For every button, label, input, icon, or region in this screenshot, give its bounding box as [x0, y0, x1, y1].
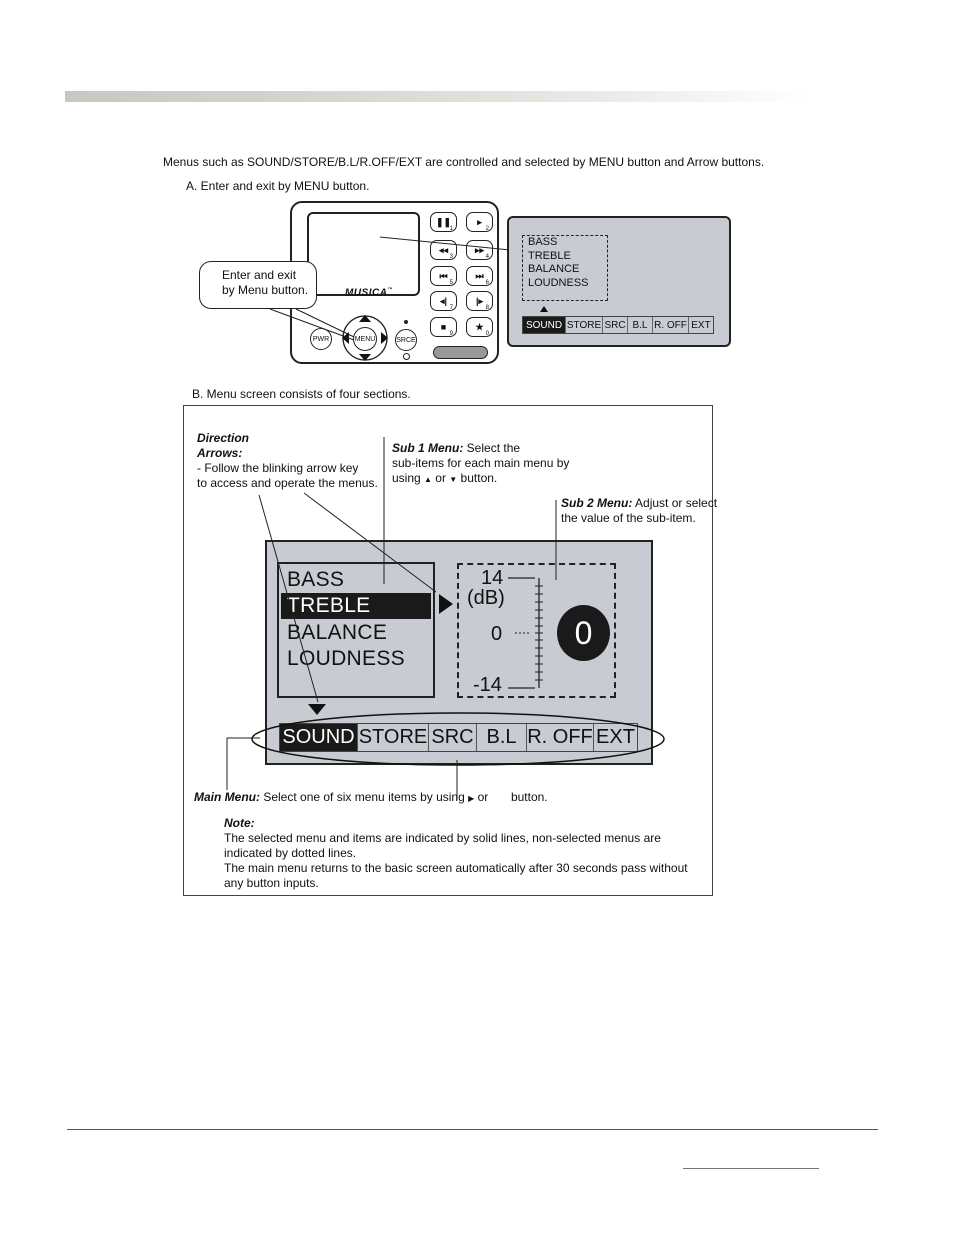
left-arrow-icon	[342, 332, 349, 344]
value-display-knob: 0	[557, 605, 610, 661]
step-back-button[interactable]: ◂|7	[430, 291, 457, 311]
star-button[interactable]: ★0	[466, 317, 493, 337]
sub1-item-treble[interactable]: TREBLE	[287, 594, 371, 617]
main-menu-title: Main Menu:	[194, 790, 260, 804]
sub2-title: Sub 2 Menu:	[561, 496, 633, 510]
menu-item-sound[interactable]: SOUND	[280, 724, 357, 751]
sub1-item-loudness[interactable]: LOUDNESS	[287, 647, 405, 670]
power-button[interactable]: PWR	[310, 328, 332, 350]
small-menu-item-store[interactable]: STORE	[565, 317, 602, 333]
menu-item-bl[interactable]: B.L	[476, 724, 526, 751]
main-menu-annotation: Main Menu: Select one of six menu items …	[194, 790, 548, 806]
main-menu-bar: SOUND STORE SRC B.L R. OFF EXT	[279, 723, 638, 752]
note-line: The selected menu and items are indicate…	[224, 831, 661, 845]
scale-top-label: 14	[481, 567, 504, 589]
device-screen	[307, 212, 420, 296]
down-arrow-icon	[359, 354, 371, 361]
right-direction-arrow-icon	[439, 594, 453, 614]
footer-link-underline	[683, 1168, 819, 1169]
callout-line-2: by Menu button.	[222, 283, 309, 297]
footer-rule	[67, 1129, 878, 1130]
menu-button[interactable]: MENU	[353, 327, 377, 351]
source-button[interactable]: SRCE	[395, 329, 417, 351]
main-menu-desc: Select one of six menu items by using	[260, 790, 469, 804]
sub1-desc-3: using	[392, 471, 425, 485]
sub2-menu-box	[457, 563, 616, 698]
scale-bottom-label: -14	[473, 674, 502, 696]
sub1-item-balance[interactable]: BALANCE	[287, 621, 388, 644]
menu-callout: Enter and exit by Menu button.	[199, 261, 317, 309]
small-menu-item-ext[interactable]: EXT	[688, 317, 713, 333]
small-lcd-sub-menu: BASS TREBLE BALANCE LOUDNESS	[522, 235, 608, 301]
direction-desc: - Follow the blinking arrow key	[197, 461, 359, 475]
direction-arrows-annotation: Direction Arrows: - Follow the blinking …	[197, 431, 378, 491]
direction-desc-2: to access and operate the menus.	[197, 476, 378, 490]
wide-key-button[interactable]	[433, 346, 488, 359]
intro-text: Menus such as SOUND/STORE/B.L/R.OFF/EXT …	[163, 155, 765, 169]
header-bar	[65, 91, 810, 102]
sub2-annotation: Sub 2 Menu: Adjust or select the value o…	[561, 496, 717, 526]
stop-button[interactable]: ■9	[430, 317, 457, 337]
down-arrow-icon: ▼	[449, 475, 458, 484]
menu-item-src[interactable]: SRC	[428, 724, 476, 751]
direction-title: Direction	[197, 431, 250, 445]
play-button[interactable]: ▸2	[466, 212, 493, 232]
small-menu-item-sound[interactable]: SOUND	[523, 317, 565, 333]
rewind-button[interactable]: ◂◂3	[430, 240, 457, 260]
sub1-desc-3-or: or	[431, 471, 450, 485]
section-a-heading: A. Enter and exit by MENU button.	[186, 179, 370, 193]
scale-mid-label: 0	[491, 623, 503, 645]
small-menu-item-src[interactable]: SRC	[602, 317, 627, 333]
small-lcd-item: TREBLE	[528, 249, 571, 262]
sub2-desc-2: the value of the sub-item.	[561, 511, 696, 525]
sub1-menu-box: BASS TREBLE BALANCE LOUDNESS	[277, 562, 435, 698]
sub1-desc: Select the	[463, 441, 521, 455]
menu-item-store[interactable]: STORE	[357, 724, 428, 751]
sub1-desc-2: sub-items for each main menu by	[392, 456, 570, 470]
note-line: any button inputs.	[224, 876, 319, 890]
sub1-annotation: Sub 1 Menu: Select the sub-items for eac…	[392, 441, 569, 487]
db-scale	[508, 577, 543, 689]
step-forward-button[interactable]: |▸8	[466, 291, 493, 311]
sub2-desc: Adjust or select	[632, 496, 718, 510]
right-arrow-icon	[381, 332, 388, 344]
menu-item-ext[interactable]: EXT	[593, 724, 637, 751]
callout-line-1: Enter and exit	[222, 268, 297, 282]
up-arrow-icon: ▲	[424, 475, 432, 484]
next-track-button[interactable]: ⏭6	[466, 266, 493, 286]
note-title: Note:	[224, 816, 255, 830]
sub1-title: Sub 1 Menu:	[392, 441, 464, 455]
small-lcd-item: BASS	[528, 236, 558, 248]
sub1-desc-3-end: button.	[457, 471, 498, 485]
note-block: Note: The selected menu and items are in…	[224, 816, 688, 891]
note-line: indicated by dotted lines.	[224, 846, 357, 860]
reset-hole	[403, 353, 410, 360]
scale-unit-label: (dB)	[467, 587, 505, 609]
menu-item-roff[interactable]: R. OFF	[526, 724, 593, 751]
right-arrow-icon: ▶	[468, 794, 475, 803]
brand-logo: MUSICA™	[345, 287, 393, 299]
indicator-dot	[404, 320, 408, 324]
previous-track-button[interactable]: ⏮5	[430, 266, 457, 286]
selected-item-highlight	[281, 593, 431, 619]
section-b-heading: B. Menu screen consists of four sections…	[192, 387, 411, 401]
small-lcd-item: BALANCE	[528, 263, 580, 275]
note-line: The main menu returns to the basic scree…	[224, 861, 688, 875]
down-direction-arrow-icon	[308, 704, 326, 715]
main-menu-desc-or: or	[474, 790, 492, 804]
section-b-leader-lines	[226, 437, 665, 800]
direction-title-2: Arrows:	[197, 446, 243, 460]
sub1-item-bass[interactable]: BASS	[287, 568, 345, 591]
small-menu-item-bl[interactable]: B.L	[627, 317, 652, 333]
small-lcd-item: LOUDNESS	[528, 276, 589, 289]
small-menu-item-roff[interactable]: R. OFF	[652, 317, 688, 333]
small-lcd-main-menu: SOUND STORE SRC B.L R. OFF EXT	[522, 316, 714, 334]
pause-button[interactable]: ❚❚1	[430, 212, 457, 232]
fast-forward-button[interactable]: ▸▸4	[466, 240, 493, 260]
small-up-arrow-icon	[540, 306, 548, 312]
arrow-pad[interactable]	[330, 305, 402, 365]
up-arrow-icon	[359, 315, 371, 322]
main-menu-desc-end: button.	[507, 790, 548, 804]
